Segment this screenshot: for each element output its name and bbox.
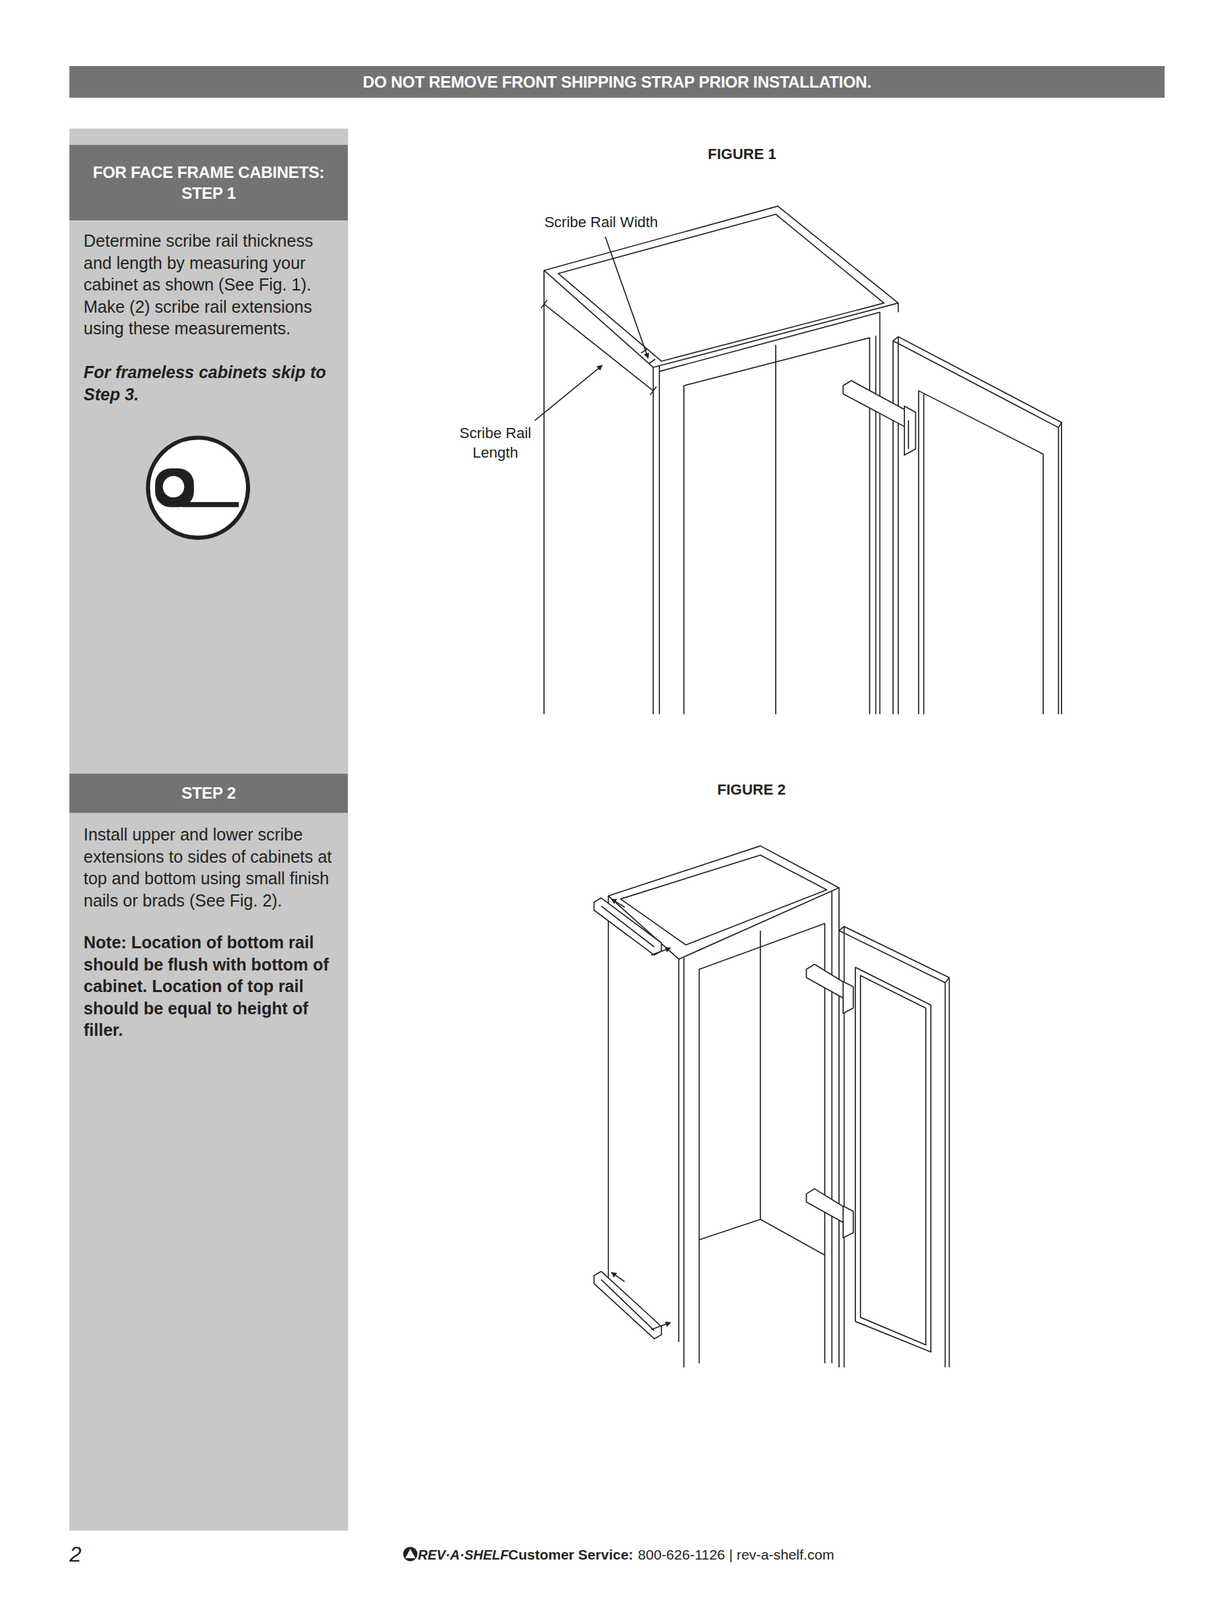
callout-label: Scribe Rail Width xyxy=(513,212,689,232)
step-header: FOR FACE FRAME CABINETS: STEP 1 xyxy=(69,144,348,221)
instruction-note: Note: Location of bottom rail should be … xyxy=(83,931,346,1042)
callout-label: Scribe Rail Length xyxy=(448,423,543,463)
warning-banner: DO NOT REMOVE FRONT SHIPPING STRAP PRIOR… xyxy=(69,66,1165,98)
instruction-note: For frameless cabinets skip to Step 3. xyxy=(83,361,346,406)
tape-measure-icon xyxy=(148,438,249,538)
heading-text: STEP 2 xyxy=(181,782,236,804)
figure-1-cabinet xyxy=(535,206,1062,715)
instruction-text: Determine scribe rail thickness and leng… xyxy=(83,229,346,340)
heading-text: FOR FACE FRAME CABINETS: STEP 1 xyxy=(78,161,339,204)
figure-2-cabinet xyxy=(593,845,949,1368)
sidebar-panel xyxy=(69,128,348,1531)
figure-title: FIGURE 2 xyxy=(650,780,853,800)
footer-text: Customer Service: xyxy=(508,1546,634,1564)
instruction-text: Install upper and lower scribe extension… xyxy=(83,823,346,912)
brand-logo-mark xyxy=(403,1546,418,1561)
step-header: STEP 2 xyxy=(69,773,348,813)
heading-text: DO NOT REMOVE FRONT SHIPPING STRAP PRIOR… xyxy=(362,71,872,93)
brand-logo: REV·A·SHELF xyxy=(417,1546,506,1564)
page-number: 2 xyxy=(69,1540,110,1568)
footer-text: 800-626-1126 | rev-a-shelf.com xyxy=(638,1546,835,1564)
figure-title: FIGURE 1 xyxy=(640,144,844,164)
